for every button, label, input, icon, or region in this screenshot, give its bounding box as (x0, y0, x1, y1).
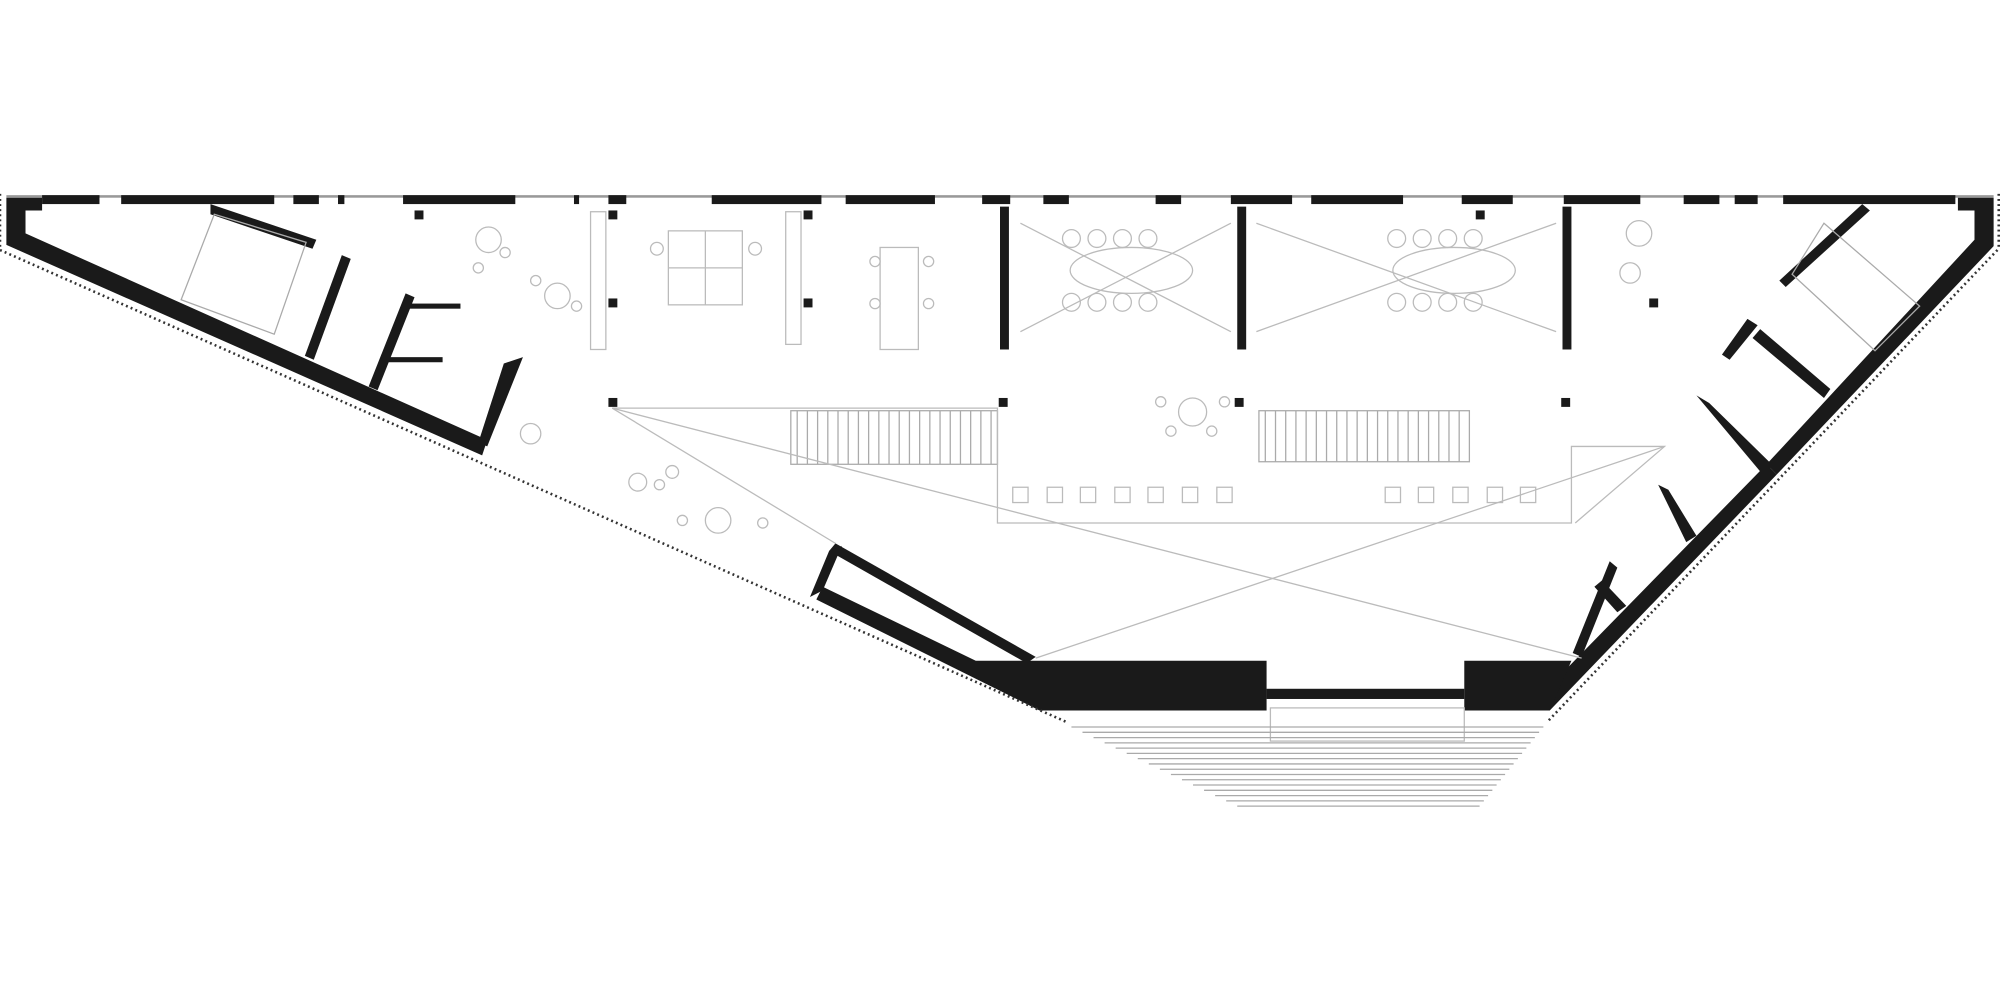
mezzanine-lines (589, 211, 1667, 742)
chair (1387, 228, 1407, 249)
columns (414, 210, 1659, 407)
chair (1463, 292, 1483, 312)
chair (1061, 292, 1081, 312)
furniture-circle (1218, 396, 1231, 408)
chair (1412, 292, 1432, 312)
chair (1387, 292, 1407, 312)
furniture-circle (475, 226, 502, 254)
furniture-circle (1205, 425, 1218, 437)
stool (1046, 486, 1064, 504)
stool (1012, 486, 1029, 504)
chair (1087, 228, 1107, 249)
furniture-circle (1625, 220, 1653, 247)
furniture-circle (1165, 425, 1177, 437)
stool (1486, 486, 1504, 504)
stool (1147, 486, 1164, 504)
furniture-circle (1154, 396, 1167, 408)
furniture-circle (649, 241, 664, 256)
chair (1138, 292, 1158, 312)
stool (1216, 486, 1233, 504)
furniture-circle (748, 241, 763, 256)
entrance-steps (1071, 726, 1544, 807)
facade-top (6, 195, 1994, 205)
stool (1417, 486, 1435, 504)
chair (1112, 228, 1133, 249)
outer-walls (6, 197, 1994, 711)
furniture-circle (676, 514, 689, 527)
chair (1087, 292, 1107, 312)
chair (1112, 292, 1133, 312)
chair (1138, 228, 1158, 249)
chair (1438, 292, 1458, 312)
furniture-circle (869, 255, 881, 268)
stool (1079, 486, 1097, 504)
furniture-circle (1177, 397, 1208, 427)
outline-dotted (0, 193, 2000, 724)
furniture-circle (757, 517, 769, 529)
stool (1114, 486, 1131, 504)
furniture-circle (529, 274, 542, 287)
furniture-circle (665, 464, 680, 479)
furniture-circle (922, 255, 935, 268)
chair (1412, 228, 1432, 249)
furniture-circle (519, 422, 542, 445)
stool (1384, 486, 1402, 504)
chair (1061, 228, 1081, 249)
furniture-circle (653, 478, 666, 491)
furniture-circle (544, 282, 571, 310)
chair (1463, 228, 1483, 249)
furniture-circle (628, 472, 648, 492)
furniture-circle (1619, 262, 1641, 284)
furniture-circle (570, 300, 583, 312)
furniture-circle (704, 507, 732, 534)
stool (1181, 486, 1199, 504)
furniture-circle (869, 297, 881, 310)
furniture-circle (472, 262, 485, 274)
furniture-circle (922, 297, 935, 310)
stool (1452, 486, 1469, 504)
stool (1519, 486, 1537, 504)
interior-walls (304, 204, 1870, 657)
furniture-circle (499, 246, 511, 259)
furniture-circles (472, 220, 1653, 534)
chair (1438, 228, 1458, 249)
